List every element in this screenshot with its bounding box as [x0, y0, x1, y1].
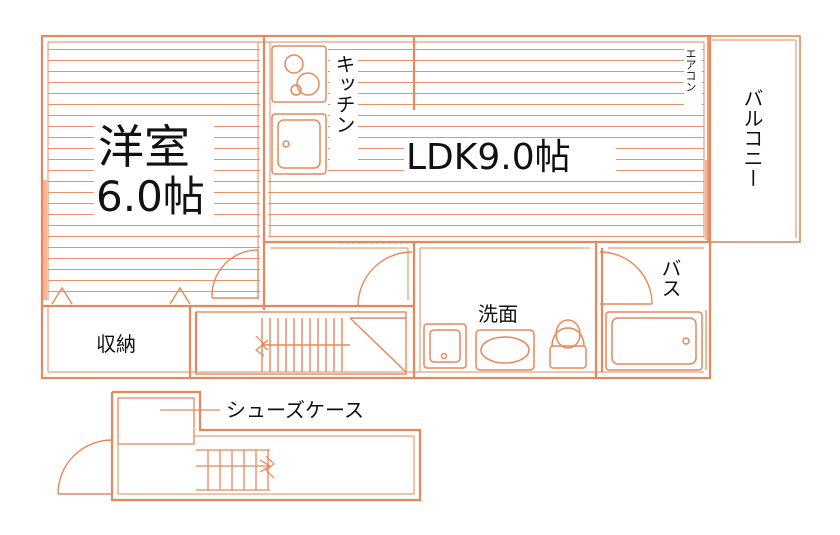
kitchen-fixtures — [271, 45, 327, 175]
washroom-fixtures — [423, 319, 587, 371]
balcony-label: バルコニー — [740, 88, 764, 188]
storage-label: 収納 — [96, 332, 136, 356]
aircon-mask — [684, 45, 702, 105]
western-room-size: 6.0帖 — [96, 172, 205, 221]
aircon-label: エアコン — [684, 48, 697, 92]
shoe-case-fixture — [117, 397, 275, 491]
bathtub — [605, 311, 703, 371]
western-room-name: 洋室 — [98, 120, 190, 174]
washroom-label: 洗面 — [478, 302, 518, 326]
ldk-label: LDK9.0帖 — [406, 137, 571, 178]
kitchen-label-bg — [330, 50, 358, 160]
western-label-bg — [94, 122, 214, 222]
storage-label-bg — [52, 314, 186, 368]
kitchen-counter-mask — [268, 42, 328, 177]
ldk-label-bg — [404, 138, 616, 180]
bath-label: バス — [658, 258, 682, 298]
walls — [40, 34, 801, 380]
window-marks — [43, 160, 709, 370]
doors — [57, 249, 653, 495]
shoe-label-bg — [222, 398, 392, 422]
closet-marks — [51, 286, 191, 305]
stairs — [195, 311, 407, 375]
kitchen-label: キッチン — [332, 54, 356, 134]
shoe-case-label: シューズケース — [226, 398, 364, 422]
